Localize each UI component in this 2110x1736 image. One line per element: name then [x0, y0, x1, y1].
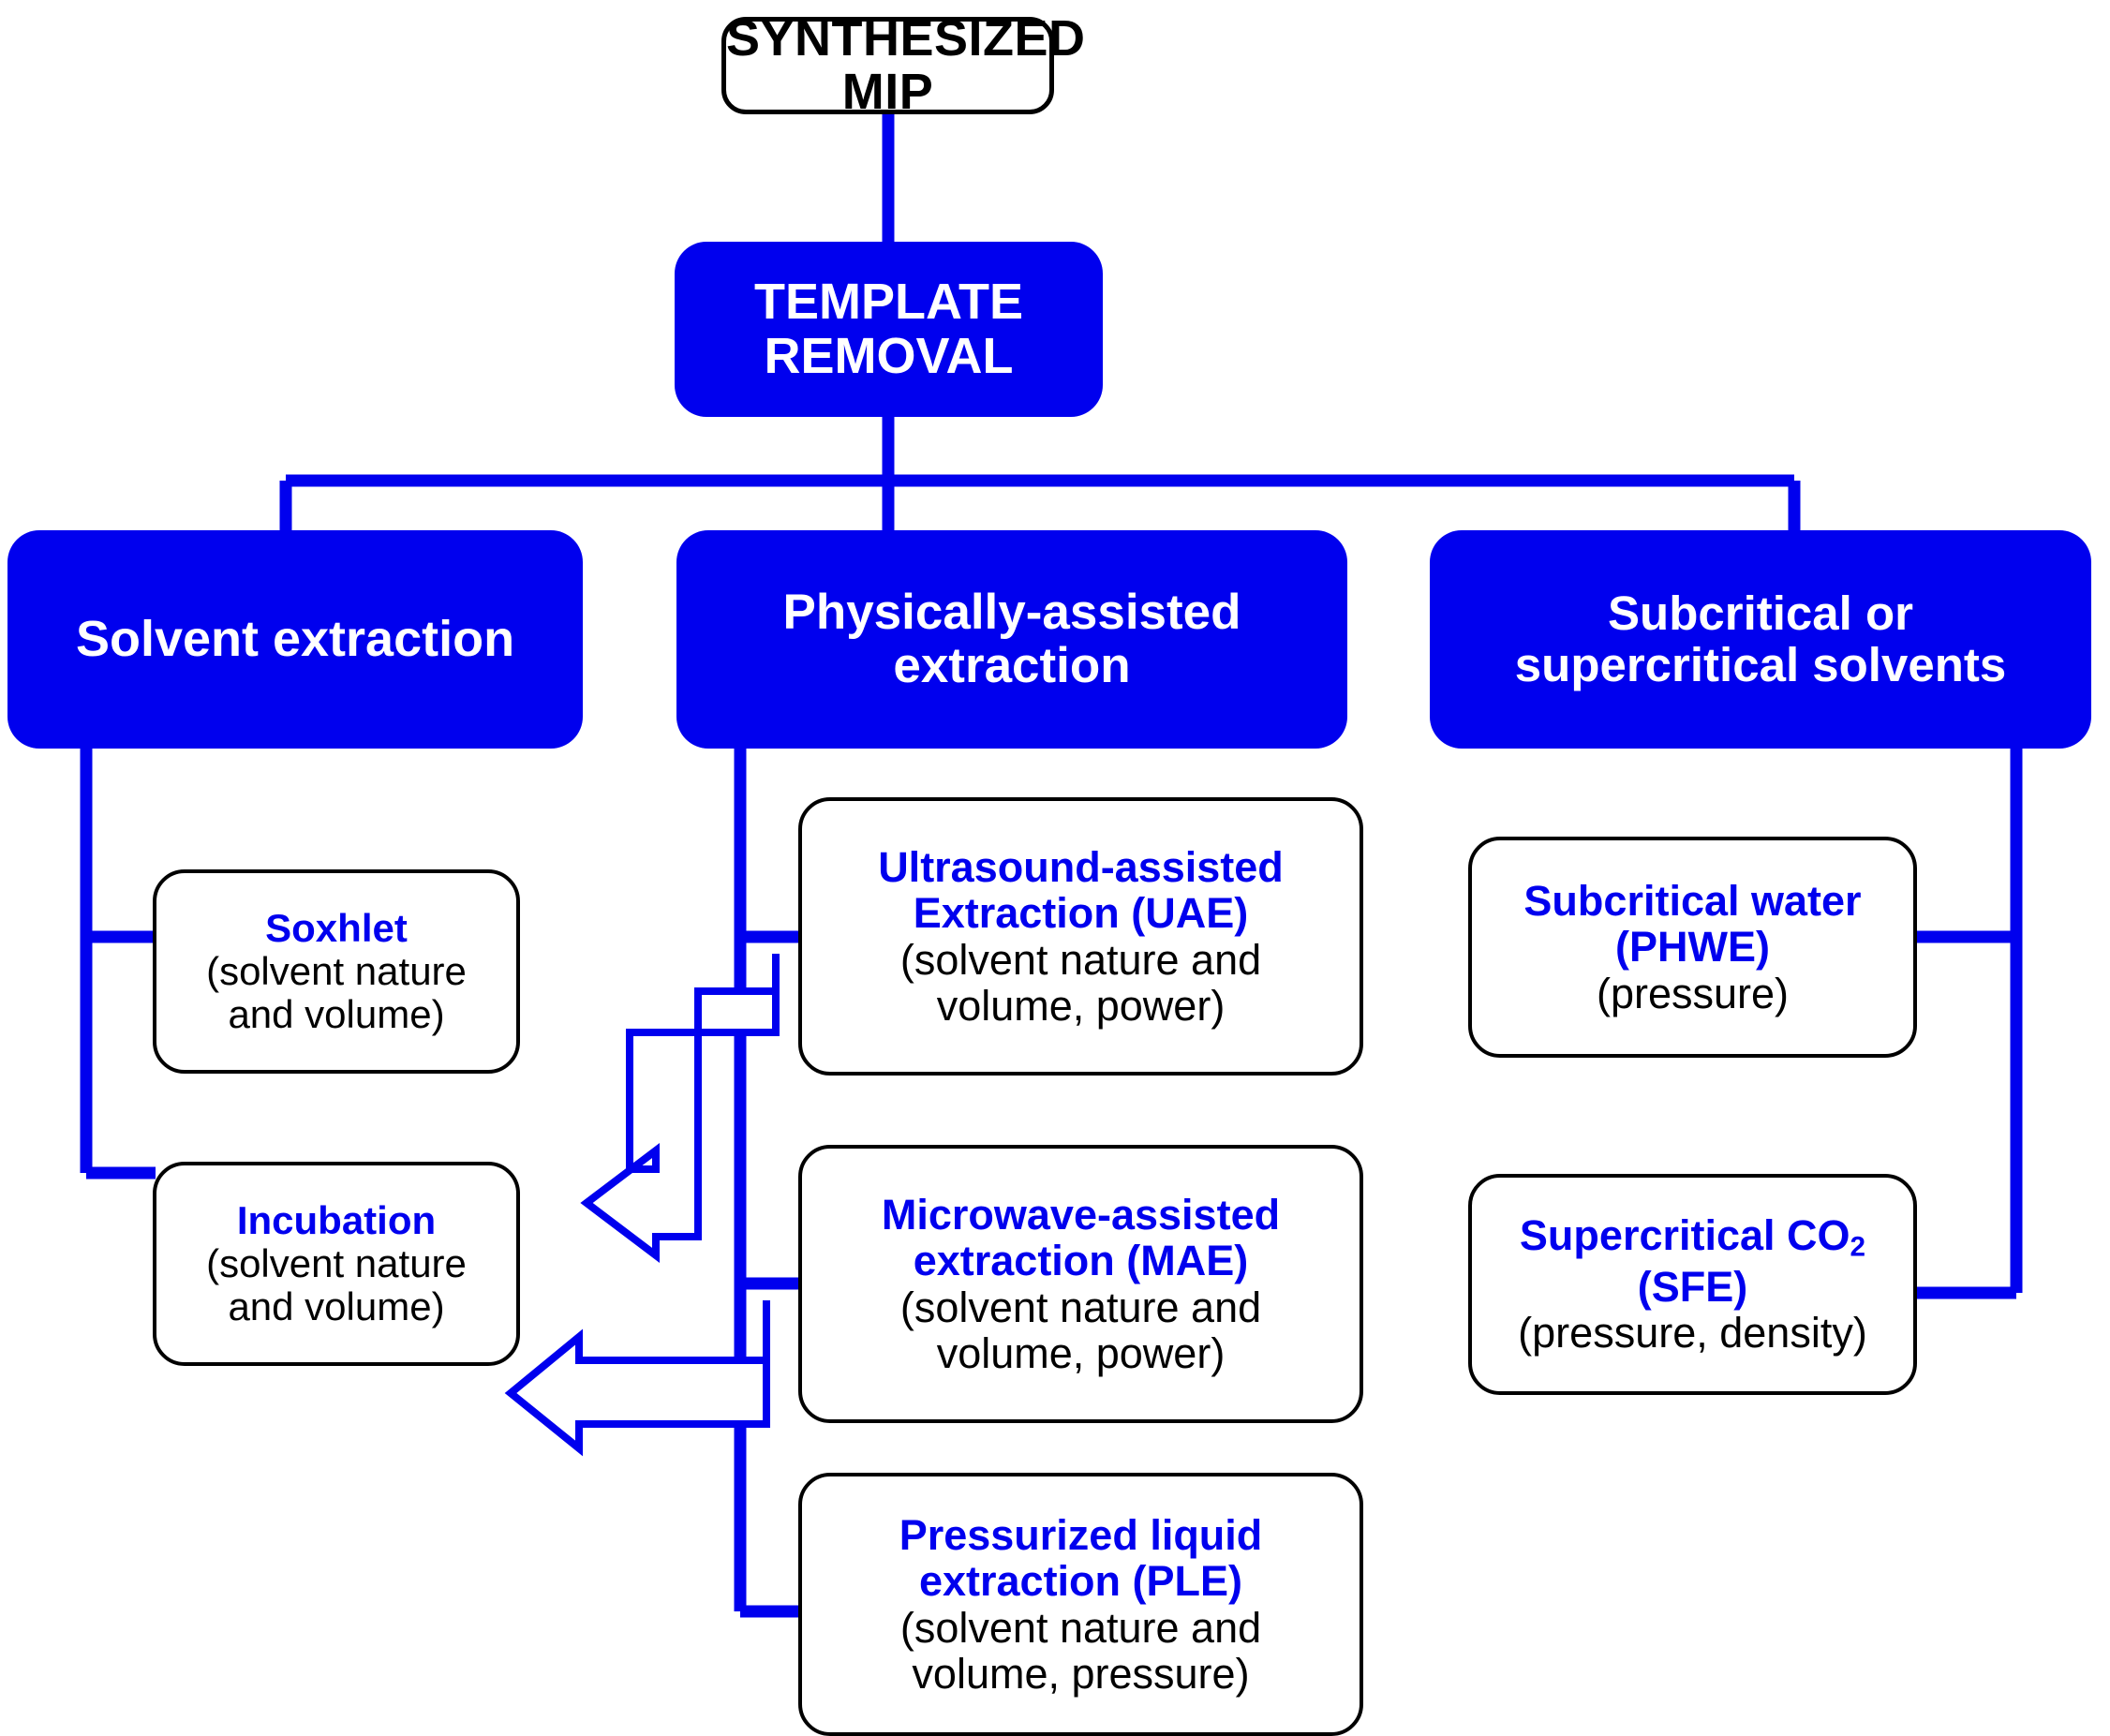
node-incubation-sub-line1: (solvent nature — [206, 1240, 467, 1285]
node-incubation[interactable]: Incubation (solvent nature and volume) — [153, 1162, 520, 1366]
node-uae-sub-line1: (solvent nature and — [899, 935, 1262, 984]
node-mae-title-line2: extraction (MAE) — [913, 1237, 1249, 1284]
node-physically-assisted-extraction[interactable]: Physically-assisted extraction — [676, 530, 1347, 749]
node-mae[interactable]: Microwave-assisted extraction (MAE) (sol… — [798, 1145, 1363, 1423]
node-physically-assisted-extraction-label-line1: Physically-assisted — [782, 585, 1241, 641]
node-sfe-title-line1-subscript: 2 — [1850, 1231, 1866, 1263]
node-uae-title-line1: Ultrasound-assisted — [878, 842, 1284, 891]
node-phwe-title-line1: Subcritical water — [1523, 876, 1862, 925]
node-template-removal-label: TEMPLATE REMOVAL — [754, 274, 1023, 384]
node-sfe-sub-line1: (pressure, density) — [1518, 1309, 1867, 1358]
node-mae-sub-line2: volume, power) — [936, 1329, 1226, 1377]
node-soxhlet-sub-line2: and volume) — [228, 992, 445, 1037]
arrow-mae-to-incubation — [504, 1300, 770, 1457]
node-uae-sub-line2: volume, power) — [936, 982, 1226, 1030]
node-ple-sub-line1: (solvent nature and — [899, 1603, 1262, 1652]
node-subcritical-supercritical-solvents-label-line1: Subcritical or — [1608, 586, 1913, 641]
node-sfe-title-line1-text: Supercritical CO — [1519, 1211, 1850, 1260]
node-solvent-extraction-label: Solvent extraction — [75, 610, 515, 667]
node-uae[interactable]: Ultrasound-assisted Extraction (UAE) (so… — [798, 797, 1363, 1076]
node-incubation-title: Incubation — [236, 1197, 437, 1242]
node-mae-title-line1: Microwave-assisted — [881, 1190, 1281, 1239]
node-sfe-title-line1: Supercritical CO2 — [1472, 1212, 1913, 1263]
node-soxhlet-sub-line1: (solvent nature — [206, 948, 467, 993]
node-synthesized-mip-label: SYNTHESIZED MIP — [726, 10, 1086, 120]
node-soxhlet[interactable]: Soxhlet (solvent nature and volume) — [153, 869, 520, 1074]
node-subcritical-supercritical-solvents-label-line2: supercritical solvents — [1514, 637, 2007, 691]
node-phwe-sub-line1: (pressure) — [1596, 969, 1790, 1017]
node-phwe-title-line2: (PHWE) — [1615, 923, 1770, 972]
node-physically-assisted-extraction-label-line2: extraction — [893, 637, 1131, 693]
node-synthesized-mip[interactable]: SYNTHESIZED MIP — [721, 12, 1085, 118]
node-phwe[interactable]: Subcritical water (PHWE) (pressure) — [1468, 837, 1917, 1058]
arrow-uae-to-incubation — [580, 954, 780, 1264]
node-ple-title-line2: extraction (PLE) — [918, 1557, 1243, 1605]
node-solvent-extraction[interactable]: Solvent extraction — [7, 530, 583, 749]
node-template-removal[interactable]: TEMPLATE REMOVAL — [675, 242, 1103, 417]
node-soxhlet-title: Soxhlet — [265, 905, 408, 950]
node-mae-sub-line1: (solvent nature and — [899, 1283, 1262, 1331]
node-sfe[interactable]: Supercritical CO2 (SFE) (pressure, densi… — [1468, 1174, 1917, 1395]
node-sfe-title-line2: (SFE) — [1637, 1262, 1748, 1311]
node-ple-title-line1: Pressurized liquid — [899, 1510, 1263, 1559]
node-ple[interactable]: Pressurized liquid extraction (PLE) (sol… — [798, 1473, 1363, 1736]
node-incubation-sub-line2: and volume) — [228, 1284, 445, 1329]
node-uae-title-line2: Extraction (UAE) — [913, 889, 1249, 937]
node-ple-sub-line2: volume, pressure) — [912, 1650, 1250, 1698]
node-subcritical-supercritical-solvents[interactable]: Subcritical or supercritical solvents — [1430, 530, 2091, 749]
